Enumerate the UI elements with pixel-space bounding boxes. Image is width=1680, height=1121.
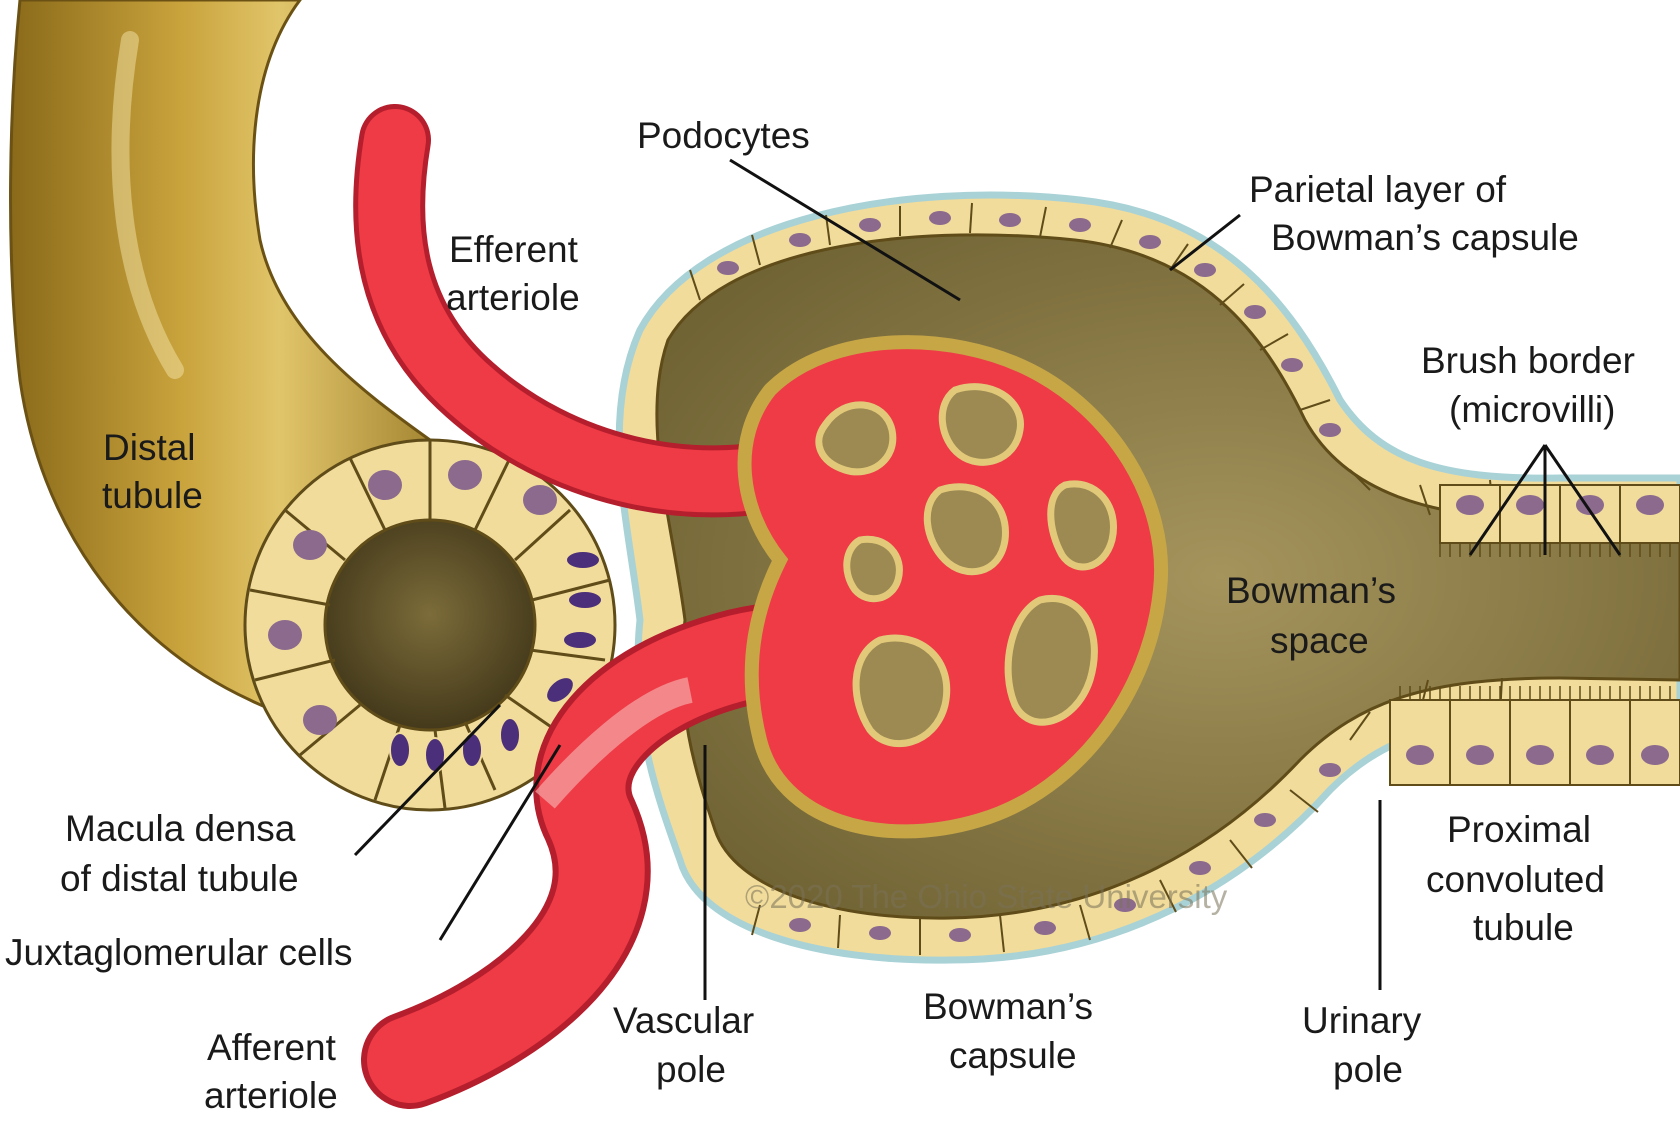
watermark: ©2020 The Ohio State University <box>745 878 1228 915</box>
label-efferent-arteriole-line2: arteriole <box>446 277 580 318</box>
label-bowmans-capsule-line1: Bowman’s <box>923 986 1093 1027</box>
label-juxtaglomerular-cells: Juxtaglomerular cells <box>5 932 353 973</box>
label-brush-border-line1: Brush border <box>1421 340 1635 381</box>
label-proximal-tubule-line1: Proximal <box>1447 809 1591 850</box>
label-afferent-arteriole-line1: Afferent <box>207 1027 337 1068</box>
label-proximal-tubule-line2: convoluted <box>1426 859 1605 900</box>
label-distal-tubule-line2: tubule <box>102 475 203 516</box>
label-macula-densa-line2: of distal tubule <box>60 858 299 899</box>
label-parietal-layer-line2: Bowman’s capsule <box>1271 217 1579 258</box>
label-podocytes: Podocytes <box>637 115 810 156</box>
label-macula-densa-line1: Macula densa <box>65 808 296 849</box>
label-urinary-pole-line2: pole <box>1333 1049 1403 1090</box>
label-bowmans-capsule-line2: capsule <box>949 1035 1077 1076</box>
label-bowmans-space-line2: space <box>1270 620 1369 661</box>
label-brush-border-line2: (microvilli) <box>1449 389 1615 430</box>
label-parietal-layer-line1: Parietal layer of <box>1249 169 1507 210</box>
label-efferent-arteriole-line1: Efferent <box>449 229 579 270</box>
label-afferent-arteriole-line2: arteriole <box>204 1075 338 1116</box>
label-vascular-pole-line2: pole <box>656 1049 726 1090</box>
label-distal-tubule-line1: Distal <box>103 427 196 468</box>
label-bowmans-space-line1: Bowman’s <box>1226 570 1396 611</box>
label-urinary-pole-line1: Urinary <box>1302 1000 1422 1041</box>
label-vascular-pole-line1: Vascular <box>613 1000 754 1041</box>
label-proximal-tubule-line3: tubule <box>1473 907 1574 948</box>
